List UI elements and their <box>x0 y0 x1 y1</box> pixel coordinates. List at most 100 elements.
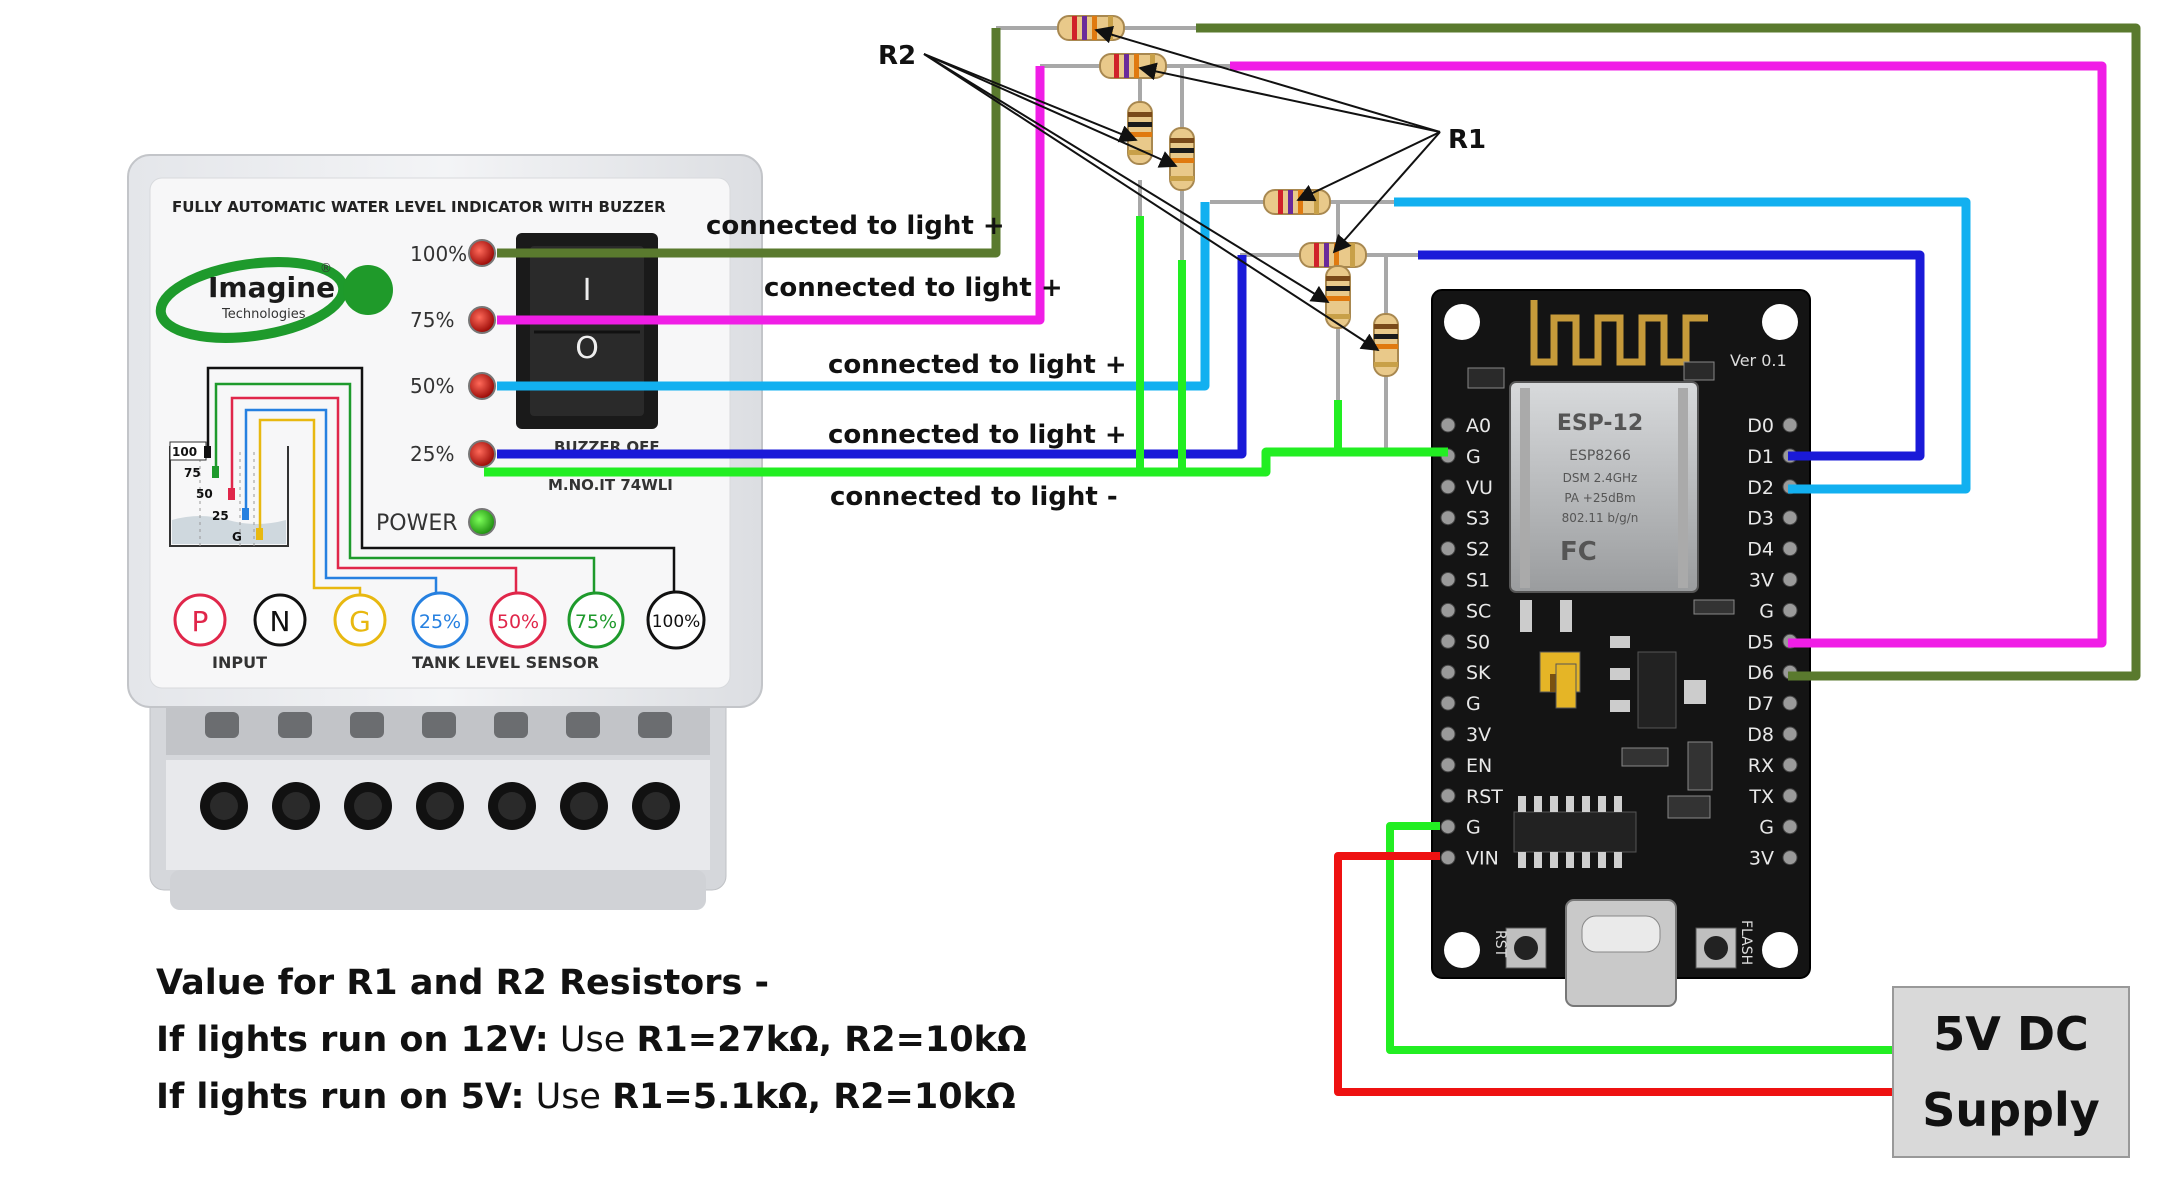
level-label-75: 75% <box>410 308 454 332</box>
terminal-25: 25% <box>419 611 461 633</box>
wire-supply-vin <box>1334 852 1892 1096</box>
left-pin-s2-4[interactable] <box>1440 541 1456 557</box>
nodemcu-board: Ver 0.1 ESP-12 ESP8266 DSM 2.4GHz PA +25… <box>1431 289 1811 1007</box>
flash-button[interactable] <box>1695 927 1737 969</box>
esp-module: ESP-12 ESP8266 DSM 2.4GHz PA +25dBm 802.… <box>1509 381 1699 593</box>
left-pin-g-9[interactable] <box>1440 695 1456 711</box>
led-50 <box>468 372 496 400</box>
imagine-logo: Imagine Technologies ® <box>155 257 393 343</box>
fcc-mark: FC <box>1560 537 1597 567</box>
right-pin-label-8: D6 <box>1747 662 1774 684</box>
tank-mark-g: G <box>232 530 242 544</box>
wire-label-ground: connected to light - <box>830 482 1118 512</box>
left-pin-vin-14[interactable] <box>1440 850 1456 866</box>
right-pin-d7-9[interactable] <box>1782 695 1798 711</box>
right-pin-tx-12[interactable] <box>1782 788 1798 804</box>
left-pin-label-13: G <box>1466 817 1481 839</box>
model-number: M.NO.IT 74WLI <box>548 476 673 494</box>
right-pin-label-3: D3 <box>1747 508 1774 530</box>
left-pin-s1-5[interactable] <box>1440 572 1456 587</box>
terminal-screws-top <box>205 712 672 738</box>
resistor-value-note: Value for R1 and R2 Resistors - If light… <box>156 955 1027 1126</box>
wire-100 <box>497 28 1001 258</box>
terminal-50: 50% <box>497 611 539 633</box>
input-label: INPUT <box>212 653 267 672</box>
buzzer-switch[interactable]: I O <box>516 233 658 429</box>
supply-line-2: Supply <box>1922 1083 2100 1137</box>
left-pin-sk-8[interactable] <box>1440 664 1456 680</box>
water-level-indicator: FULLY AUTOMATIC WATER LEVEL INDICATOR WI… <box>127 154 763 910</box>
left-pin-label-8: SK <box>1466 662 1491 684</box>
left-pin-rst-12[interactable] <box>1440 788 1456 804</box>
left-pin-3v-10[interactable] <box>1440 726 1456 742</box>
left-pin-label-10: 3V <box>1466 724 1491 746</box>
right-pin-3v-5[interactable] <box>1782 572 1798 587</box>
flash-button-label: FLASH <box>1738 920 1754 965</box>
switch-on-mark: I <box>583 273 592 308</box>
led-75 <box>468 306 496 334</box>
wire-d1 <box>1418 250 1925 461</box>
right-pin-label-0: D0 <box>1747 415 1774 437</box>
left-pin-sc-6[interactable] <box>1440 602 1456 618</box>
tank-graphic: 100 75 50 25 G <box>169 441 289 547</box>
power-led <box>468 508 496 536</box>
left-pin-g-13[interactable] <box>1440 819 1456 835</box>
led-25 <box>468 440 496 468</box>
left-pin-label-11: EN <box>1466 755 1492 777</box>
right-pin-label-10: D8 <box>1747 724 1774 746</box>
resistor-r2-25 <box>1373 313 1399 377</box>
right-pin-label-7: D5 <box>1747 631 1774 653</box>
module-text-4: PA +25dBm <box>1564 491 1635 505</box>
left-pin-a0-0[interactable] <box>1440 417 1456 433</box>
rst-button[interactable] <box>1505 927 1547 969</box>
level-label-100: 100% <box>410 242 467 266</box>
right-pin-d0-0[interactable] <box>1782 417 1798 433</box>
wire-d5 <box>1230 61 2107 648</box>
supply-line-1: 5V DC <box>1933 1007 2089 1061</box>
wire-50 <box>497 202 1210 391</box>
left-pin-label-12: RST <box>1466 786 1503 808</box>
right-pin-g-6[interactable] <box>1782 602 1798 618</box>
wire-label-100: connected to light + <box>706 211 1005 241</box>
left-pin-label-9: G <box>1466 693 1481 715</box>
left-pin-s0-7[interactable] <box>1440 633 1456 649</box>
right-pin-d3-3[interactable] <box>1782 510 1798 526</box>
module-text-2: ESP8266 <box>1569 448 1631 464</box>
left-pin-label-1: G <box>1466 446 1481 468</box>
right-pin-label-5: 3V <box>1749 570 1774 592</box>
left-pin-s3-3[interactable] <box>1440 510 1456 526</box>
terminal-75: 75% <box>575 611 617 633</box>
left-pin-label-4: S2 <box>1466 539 1490 561</box>
brand-name: Imagine <box>208 271 335 304</box>
right-pin-g-13[interactable] <box>1782 819 1798 835</box>
left-pin-en-11[interactable] <box>1440 757 1456 773</box>
resistor-r1-25 <box>1299 242 1367 268</box>
right-pin-label-4: D4 <box>1747 539 1774 561</box>
right-pin-label-2: D2 <box>1747 477 1774 499</box>
left-pin-label-3: S3 <box>1466 508 1490 530</box>
left-pin-vu-2[interactable] <box>1440 479 1456 495</box>
left-pin-label-6: SC <box>1466 600 1491 622</box>
module-text-5: 802.11 b/g/n <box>1562 511 1639 525</box>
right-pin-d4-4[interactable] <box>1782 541 1798 557</box>
usb-serial-chip <box>1513 796 1637 868</box>
power-label: POWER <box>376 511 458 536</box>
device-title: FULLY AUTOMATIC WATER LEVEL INDICATOR WI… <box>172 198 666 216</box>
right-pin-d8-10[interactable] <box>1782 726 1798 742</box>
wire-d6 <box>1196 23 2141 681</box>
right-pin-label-14: 3V <box>1749 848 1774 870</box>
terminal-p: P <box>192 605 209 638</box>
sensor-traces <box>206 366 676 598</box>
right-pin-rx-11[interactable] <box>1782 757 1798 773</box>
resistor-r2-100 <box>1127 101 1153 165</box>
tank-mark-75: 75 <box>184 466 201 480</box>
pointer-arrows <box>923 25 1441 351</box>
terminal-labels: P N G 25% 50% 75% 100% INPUT TANK LEVEL … <box>173 590 706 672</box>
terminal-g: G <box>349 605 371 638</box>
right-pin-label-11: RX <box>1748 755 1774 777</box>
note-5v-line: If lights run on 5V: Use R1=5.1kΩ, R2=10… <box>156 1077 1016 1117</box>
level-label-50: 50% <box>410 374 454 398</box>
right-pin-3v-14[interactable] <box>1782 850 1798 866</box>
